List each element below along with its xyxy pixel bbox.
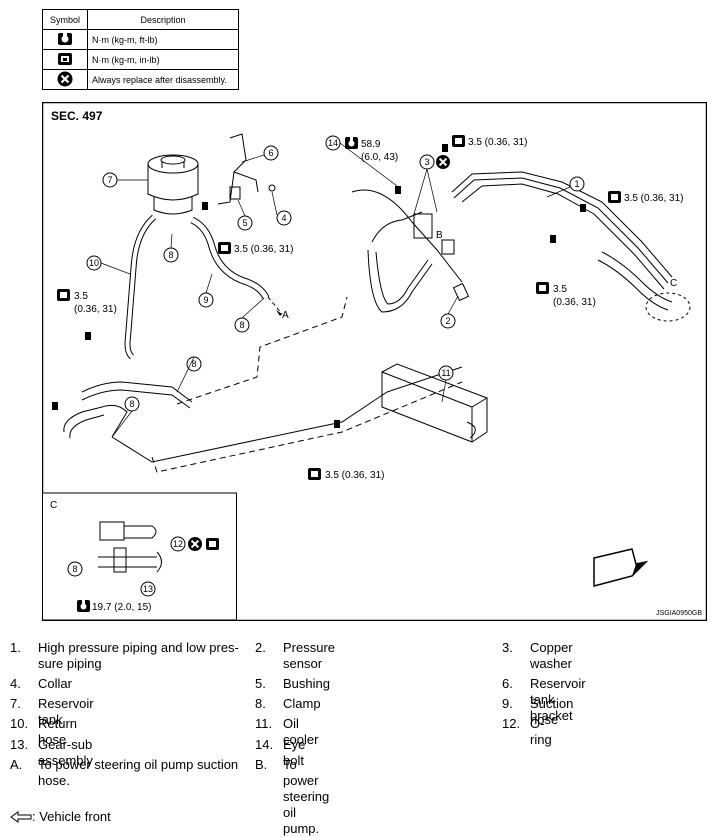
vehicle-front-arrow-icon bbox=[593, 548, 649, 587]
power-steering-piping-diagram: SEC. 497 bbox=[42, 102, 707, 621]
svg-text:6: 6 bbox=[268, 148, 273, 158]
svg-text:4: 4 bbox=[281, 213, 286, 223]
point-c-label: C bbox=[670, 278, 677, 289]
legend-desc-inlb: N·m (kg-m, in-lb) bbox=[87, 49, 239, 70]
eye-bolt bbox=[395, 186, 401, 194]
svg-text:8: 8 bbox=[129, 399, 134, 409]
torque-label-left-2: (0.36, 31) bbox=[74, 304, 117, 315]
torque-wrench-icon bbox=[452, 135, 465, 147]
symbol-legend-table: Symbol Description N·m (kg-m, ft-lb) N·m… bbox=[42, 9, 239, 90]
torque-label-cooler: 3.5 (0.36, 31) bbox=[325, 470, 384, 481]
svg-text:11: 11 bbox=[441, 368, 450, 378]
torque-wrench-icon bbox=[57, 289, 70, 301]
torque-wrench-icon bbox=[345, 137, 358, 149]
drawing-code: JSGIA0950GB bbox=[656, 610, 702, 617]
svg-text:14: 14 bbox=[328, 138, 338, 148]
bolts bbox=[52, 144, 586, 428]
high-pressure-piping bbox=[367, 211, 455, 313]
torque-label-mid-right-2: (0.36, 31) bbox=[553, 297, 596, 308]
torque-wrench-ftlb-icon bbox=[42, 29, 88, 50]
svg-text:2: 2 bbox=[445, 316, 450, 326]
svg-text:8: 8 bbox=[191, 359, 196, 369]
torque-label-eye-bolt: 58.9 bbox=[361, 139, 381, 150]
svg-text:8: 8 bbox=[72, 564, 77, 574]
svg-text:3: 3 bbox=[424, 157, 429, 167]
bushing-collar bbox=[229, 184, 276, 200]
torque-label-left: 3.5 bbox=[74, 291, 88, 302]
svg-text:8: 8 bbox=[239, 320, 244, 330]
oil-cooler bbox=[381, 363, 489, 443]
point-a-label: A bbox=[282, 310, 289, 321]
always-replace-icon bbox=[42, 69, 88, 90]
torque-wrench-inlb-icon bbox=[42, 49, 88, 70]
vehicle-front-arrow-icon bbox=[10, 811, 32, 823]
inset-c-detail: C 8 13 12 19.7 (2.0, 15) bbox=[42, 492, 237, 621]
point-b-label: B bbox=[436, 230, 443, 241]
vehicle-front-text: : Vehicle front bbox=[32, 809, 111, 824]
svg-text:1: 1 bbox=[574, 179, 579, 189]
svg-text:5: 5 bbox=[242, 218, 247, 228]
legend-header-symbol: Symbol bbox=[42, 9, 88, 30]
always-replace-icon bbox=[435, 154, 451, 170]
legend-desc-replace: Always replace after disassembly. bbox=[87, 69, 239, 90]
torque-wrench-icon bbox=[608, 191, 621, 203]
callout-circles: 1 2 3 4 5 6 7 8 8 8 8 9 10 11 14 bbox=[86, 135, 585, 412]
torque-wrench-icon bbox=[536, 282, 549, 294]
torque-label-mid-right: 3.5 bbox=[553, 284, 567, 295]
legend-desc-ftlb: N·m (kg-m, ft-lb) bbox=[87, 29, 239, 50]
torque-wrench-icon bbox=[218, 242, 231, 254]
vehicle-front-note: : Vehicle front bbox=[10, 809, 111, 824]
reservoir-tank bbox=[147, 154, 199, 215]
torque-label-bracket: 3.5 (0.36, 31) bbox=[234, 244, 293, 255]
reservoir-bracket bbox=[217, 133, 259, 205]
svg-text:13: 13 bbox=[143, 584, 153, 594]
svg-text:10: 10 bbox=[89, 258, 99, 268]
torque-label-top: 3.5 (0.36, 31) bbox=[468, 137, 527, 148]
leader-lines bbox=[100, 142, 571, 438]
torque-label-right: 3.5 (0.36, 31) bbox=[624, 193, 683, 204]
hose-end-c bbox=[597, 251, 691, 322]
legend-header-description: Description bbox=[87, 9, 239, 30]
pipe-routing-dashes bbox=[151, 296, 463, 473]
torque-label-eye-bolt-2: (6.0, 43) bbox=[361, 152, 398, 163]
inset-c-label: C bbox=[50, 500, 57, 511]
svg-text:9: 9 bbox=[203, 295, 208, 305]
svg-text:12: 12 bbox=[173, 539, 183, 549]
suction-hose bbox=[190, 217, 269, 300]
torque-wrench-icon bbox=[308, 468, 321, 480]
return-hose bbox=[125, 215, 156, 359]
svg-text:7: 7 bbox=[107, 175, 112, 185]
torque-label-inset: 19.7 (2.0, 15) bbox=[92, 602, 151, 613]
pressure-sensor bbox=[452, 282, 470, 302]
section-label: SEC. 497 bbox=[51, 109, 103, 123]
svg-text:8: 8 bbox=[168, 250, 173, 260]
